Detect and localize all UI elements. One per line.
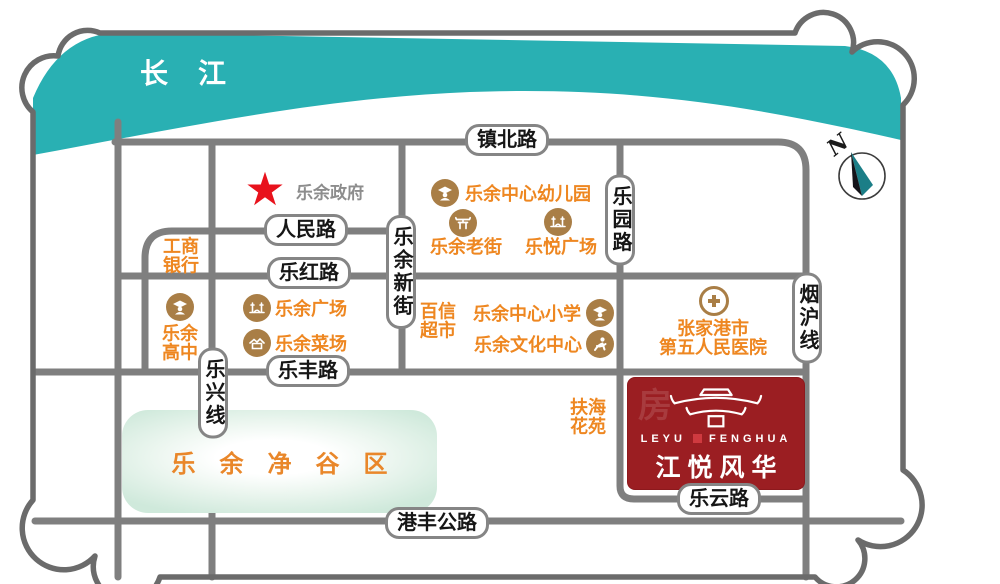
fuhai-line1: 扶海 (570, 397, 606, 418)
landmark-kindergarten: 乐余中心幼儿园 (465, 184, 591, 204)
roof-icon (669, 387, 763, 427)
landmark-hospital: 张家港市 第五人民医院 (659, 318, 767, 357)
landmark-supermarket: 百信 超市 (420, 301, 456, 340)
eco-zone: 乐余净谷区 (122, 410, 437, 513)
road-label-xinjie: 乐余新街 (386, 215, 416, 329)
landmark-highschool: 乐余 高中 (162, 323, 198, 362)
highschool-icon (166, 293, 194, 321)
landmark-government: 乐余政府 (296, 183, 364, 203)
road-label-yanhu: 烟沪线 (792, 272, 822, 364)
river-name: 长江 (140, 58, 257, 89)
watermark: 房 (638, 387, 672, 425)
road-renmin-west (141, 227, 406, 376)
project-name-en-right: FENGHUA (708, 432, 792, 445)
project-logo-square (692, 434, 702, 443)
road-label-zhenbei: 镇北路 (465, 124, 549, 156)
supermarket-line1: 百信 (420, 301, 456, 322)
road-leyuan-leyun (616, 138, 810, 503)
primary-school-icon (586, 299, 614, 327)
landmark-market: 乐余菜场 (275, 334, 347, 354)
kindergarten-icon (431, 179, 459, 207)
landmark-plaza: 乐余广场 (275, 299, 347, 319)
project-name-cn: 江悦风华 (655, 452, 784, 482)
hospital-line1: 张家港市 (677, 318, 749, 339)
plaza-icon (243, 294, 271, 322)
road-label-gangfeng: 港丰公路 (385, 507, 489, 539)
road-label-renmin: 人民路 (264, 214, 348, 246)
road-label-leyun: 乐云路 (677, 483, 761, 515)
highschool-line1: 乐余 (162, 323, 198, 344)
landmark-oldstreet: 乐余老街 (430, 237, 502, 257)
road-label-leyuan: 乐园路 (605, 174, 635, 266)
supermarket-line2: 超市 (420, 320, 456, 340)
government-star-icon: ★ (244, 163, 286, 215)
road-label-lexing: 乐兴线 (198, 347, 228, 439)
project-name-en-left: LEYU (640, 432, 686, 445)
eco-zone-label: 乐余净谷区 (171, 451, 412, 478)
hospital-line2: 第五人民医院 (659, 337, 767, 357)
project-marker: 房 LEYU FENGHUA 江悦风华 (628, 378, 804, 489)
road-label-lefeng: 乐丰路 (266, 355, 350, 387)
landmark-fuhai: 扶海 花苑 (570, 397, 606, 436)
hospital-icon (699, 286, 729, 316)
market-icon (243, 329, 271, 357)
oldstreet-icon (449, 209, 477, 237)
fuhai-line2: 花苑 (570, 416, 606, 436)
river-band (33, 33, 901, 155)
map-frame (19, 9, 925, 584)
landmark-icbc: 工商 银行 (163, 236, 199, 275)
landmark-culture: 乐余文化中心 (474, 335, 582, 355)
road-label-lehong: 乐红路 (267, 257, 351, 289)
yueplaza-icon (544, 208, 572, 236)
icbc-line1: 工商 (163, 236, 199, 257)
landmark-yueplaza: 乐悦广场 (525, 237, 597, 257)
project-name-en: LEYU FENGHUA (641, 433, 792, 445)
culture-center-icon (586, 330, 614, 358)
icbc-line2: 银行 (163, 255, 199, 275)
landmark-primary: 乐余中心小学 (473, 304, 581, 324)
highschool-line2: 高中 (162, 342, 198, 362)
compass-icon (838, 152, 886, 200)
road-zhenbei-yanhu (111, 138, 810, 581)
